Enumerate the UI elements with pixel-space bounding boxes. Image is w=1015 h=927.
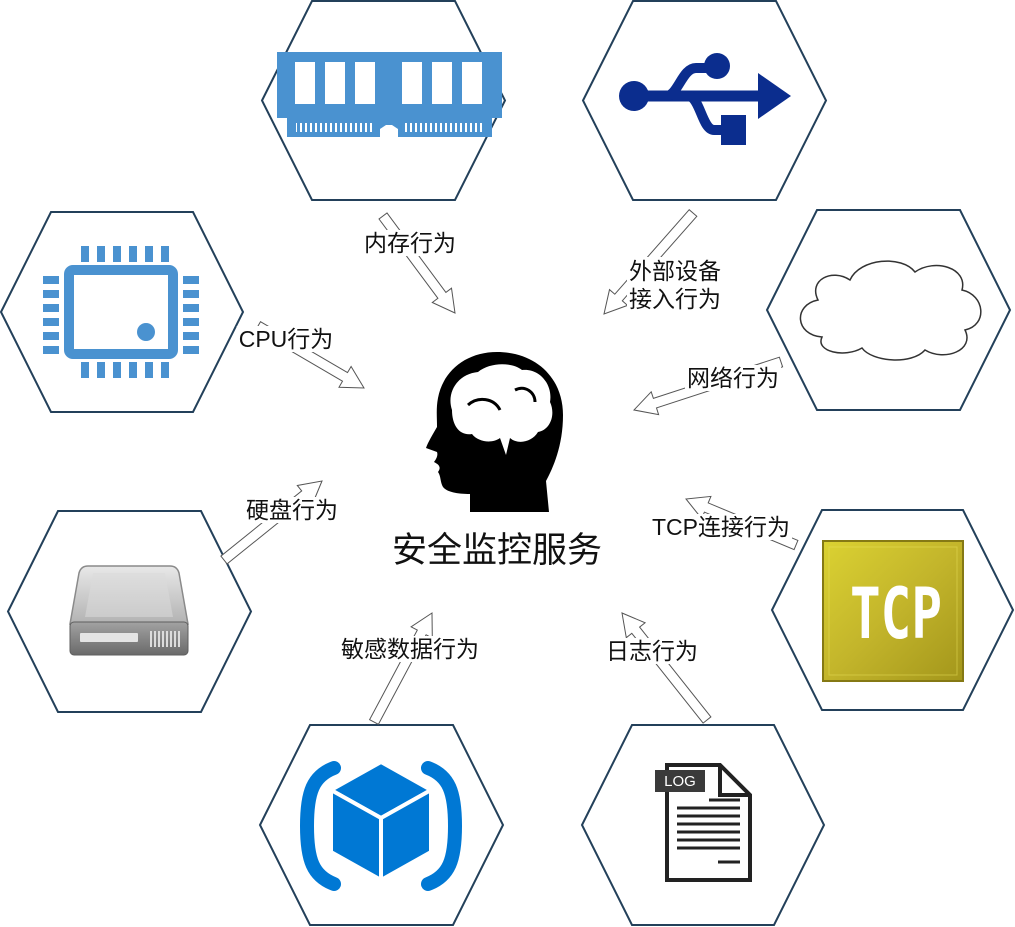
log-icon-text: LOG [664, 773, 696, 790]
label-network-behavior: 网络行为 [685, 365, 781, 391]
label-line: 接入行为 [629, 286, 721, 312]
label-tcp-behavior: TCP连接行为 [650, 514, 792, 540]
log-tag [655, 770, 705, 792]
hexagon-cpu [0, 211, 245, 413]
tcp-icon-text: TCP [850, 573, 942, 655]
cube-package-icon [299, 760, 463, 891]
usb-icon [619, 53, 791, 145]
label-disk-behavior: 硬盘行为 [244, 497, 340, 523]
label-memory-behavior: 内存行为 [362, 230, 458, 256]
head-brain-icon [426, 352, 563, 512]
label-cpu-behavior: CPU行为 [236, 326, 336, 352]
hard-disk-icon [69, 565, 189, 656]
label-line: 外部设备 [629, 258, 721, 284]
arrow-log-to-center [621, 612, 712, 724]
ram-memory-icon [277, 52, 502, 137]
cloud-icon [799, 260, 982, 361]
tcp-icon: TCP [822, 540, 964, 682]
label-log-behavior: 日志行为 [604, 638, 700, 664]
label-external-device-behavior: 外部设备 接入行为 [627, 257, 723, 313]
arrow-data-to-center [368, 612, 433, 725]
arrow-memory-to-center [378, 212, 456, 314]
label-sensitive-data-behavior: 敏感数据行为 [339, 636, 481, 662]
log-file-icon: LOG [655, 763, 752, 882]
cpu-chip-icon [43, 246, 199, 378]
center-title: 安全监控服务 [391, 531, 603, 570]
